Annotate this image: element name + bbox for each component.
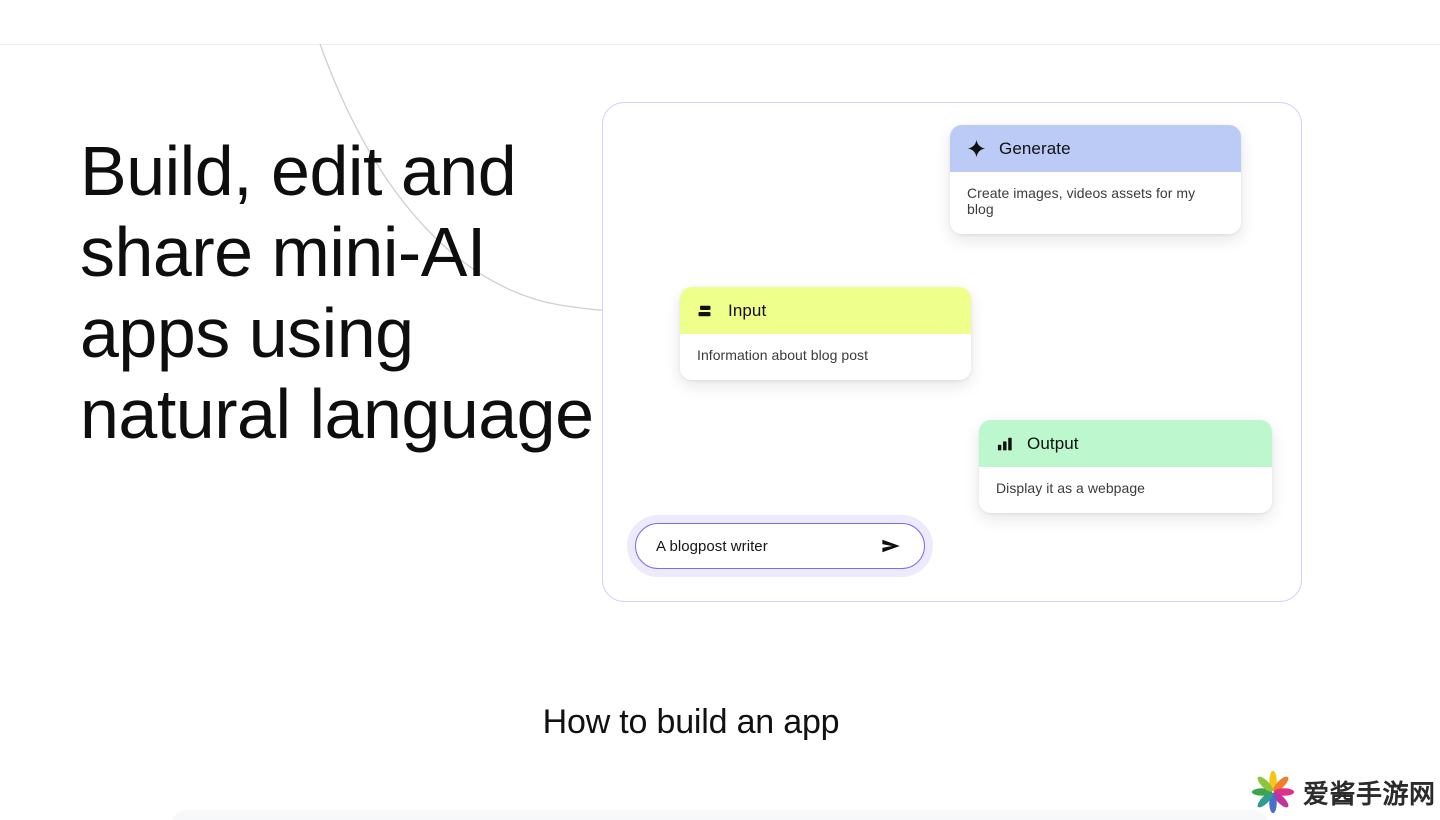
- send-arrow-icon: [882, 539, 900, 553]
- card-title-generate: Generate: [999, 138, 1071, 158]
- flow-card-generate[interactable]: Generate Create images, videos assets fo…: [950, 125, 1241, 234]
- watermark-text: 爱酱手游网: [1303, 779, 1436, 810]
- section-heading: How to build an app: [542, 703, 840, 741]
- flow-card-output[interactable]: Output Display it as a webpage: [979, 420, 1272, 513]
- card-header-generate: Generate: [950, 125, 1241, 172]
- card-header-input: Input: [680, 287, 971, 334]
- prompt-pill[interactable]: [635, 523, 925, 569]
- card-description-input: Information about blog post: [680, 334, 971, 380]
- sparkle-icon: [967, 139, 986, 158]
- card-title-input: Input: [728, 300, 767, 320]
- page-headline: Build, edit and share mini-AI apps using…: [80, 132, 594, 453]
- prompt-halo: [627, 515, 933, 577]
- bar-chart-icon: [996, 435, 1014, 453]
- send-button[interactable]: [878, 533, 904, 559]
- card-title-output: Output: [1027, 433, 1079, 453]
- card-description-output: Display it as a webpage: [979, 467, 1272, 513]
- card-header-output: Output: [979, 420, 1272, 467]
- pinwheel-logo: [1251, 770, 1295, 814]
- prompt-input[interactable]: [656, 537, 878, 555]
- bottom-panel-preview: [170, 810, 1270, 820]
- watermark: 爱酱手游网: [1251, 770, 1436, 814]
- flow-card-input[interactable]: Input Information about blog post: [680, 287, 971, 380]
- card-description-generate: Create images, videos assets for my blog: [950, 172, 1241, 234]
- stacked-bars-icon: [697, 302, 715, 320]
- top-bar: [0, 0, 1440, 45]
